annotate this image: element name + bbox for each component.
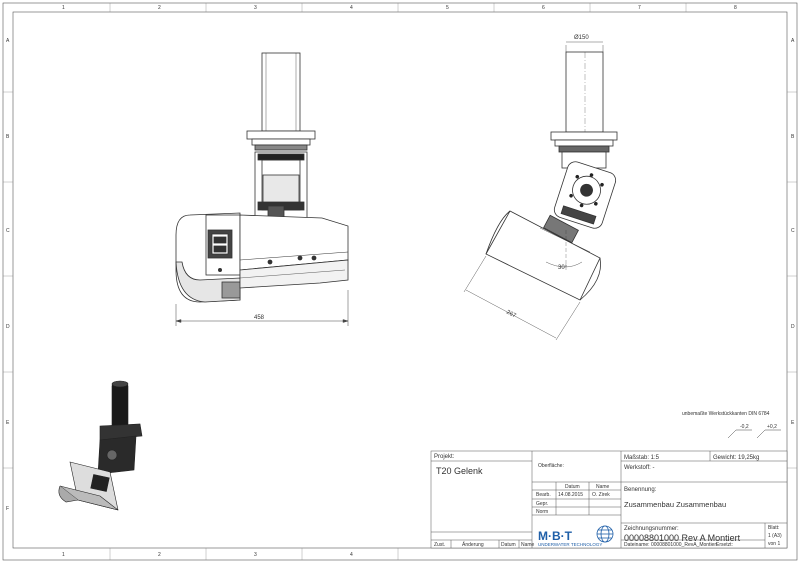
row-label-a-right: A [791,38,795,44]
dateiname: Dateiname: 00008801000_RevA_Montiert [624,542,718,548]
zeichnungsnummer-value: 00008801000 Rev A Montiert [624,533,741,543]
col-label-1: 1 [62,5,65,11]
surface-note-text: unbemaßte Werkstückkanten DIN 6784 [682,411,770,417]
row-label-f: F [6,506,9,512]
globe-icon [596,525,614,543]
zeichnungsnummer-label: Zeichnungsnummer: [624,526,679,532]
surface-note-sym2: +0,2 [767,424,777,430]
dimension-length-label: 267 [505,309,517,319]
dimension-width [175,290,349,326]
werkstoff: Werkstoff: - [624,465,654,471]
row-label-a: A [6,38,10,44]
col-label-3-bottom: 3 [254,552,257,558]
col-label-4: 4 [350,5,353,11]
ersetzt: Ersetzt: [716,542,733,548]
bearb-date: 14.08.2015 [558,492,583,498]
col-label-4-bottom: 4 [350,552,353,558]
col-label-7: 7 [638,5,641,11]
gewicht: Gewicht: 19,25kg [713,455,759,461]
col-label-6: 6 [542,5,545,11]
oberflaeche-label: Oberfläche: [538,463,564,469]
mbt-logo: M·B·T UNDERWATER TECHNOLOGY [538,525,614,547]
row-norm: Norm [536,509,548,515]
col-label-5: 5 [446,5,449,11]
projekt-label: Projekt: [434,454,455,460]
col-label-1-bottom: 1 [62,552,65,558]
projekt-value: T20 Gelenk [436,466,483,476]
surface-note-sym1: -0,2 [740,424,749,430]
col-label-8: 8 [734,5,737,11]
logo-text: M·B·T [538,529,573,543]
row-label-d: D [6,324,10,330]
frame-labels: 1 2 3 4 5 6 7 8 1 2 3 4 A B C D E F A B … [6,5,795,558]
dimension-width-label: 458 [254,315,265,321]
col-label-2: 2 [158,5,161,11]
row-gepr: Gepr. [536,501,548,507]
rev-aenderung: Änderung [462,541,484,548]
rev-zust: Zust. [434,542,445,548]
col-datum: Datum [565,484,580,490]
side-view [463,41,618,341]
bearb-name: O. Zirek [592,492,610,498]
front-view [175,52,349,303]
logo-subtext: UNDERWATER TECHNOLOGY [538,542,602,547]
dimension-angle-label: 30° [558,265,568,271]
row-label-d-right: D [791,324,795,330]
massstab: Maßstab: 1:5 [624,455,660,461]
von-value: von 1 [768,541,780,547]
col-name: Name [596,484,610,490]
isometric-view [58,380,143,511]
row-label-e: E [6,420,10,426]
blatt-value: 1 (A3) [768,533,782,539]
col-label-2-bottom: 2 [158,552,161,558]
rev-name: Name [521,542,535,548]
benennung-value: Zusammenbau Zusammenbau [624,500,726,509]
row-label-b-right: B [791,134,795,140]
title-block-text: Projekt: T20 Gelenk Oberfläche: Datum Na… [434,454,782,548]
row-label-b: B [6,134,10,140]
row-label-c-right: C [791,228,795,234]
frame-ticks [3,3,797,560]
rev-datum: Datum [501,542,516,548]
surface-note: unbemaßte Werkstückkanten DIN 6784 -0,2 … [682,411,781,439]
dimension-diameter-label: Ø150 [574,35,589,41]
benennung-label: Benennung: [624,487,657,493]
row-label-e-right: E [791,420,795,426]
row-bearb: Bearb. [536,492,551,498]
title-block [430,450,788,549]
blatt-label: Blatt: [768,525,779,531]
col-label-3: 3 [254,5,257,11]
row-label-c: C [6,228,10,234]
